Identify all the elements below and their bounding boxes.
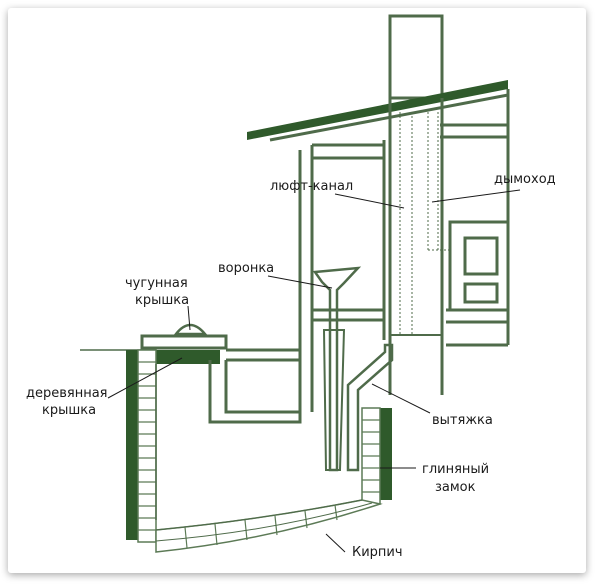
label-voronka: воронка	[218, 261, 274, 276]
vertical-shaft	[388, 98, 450, 395]
chimney-stack	[388, 14, 444, 100]
leader-lines	[107, 189, 521, 553]
labels: люфт-канал дымоход воронка чугунная крыш…	[26, 172, 556, 560]
roof	[247, 80, 509, 142]
label-dymokhod: дымоход	[494, 172, 556, 187]
label-chugunnaya-line2: крышка	[135, 293, 189, 308]
label-luft-kanal: люфт-канал	[270, 179, 353, 194]
label-glinyany-line1: глиняный	[422, 462, 489, 477]
brick-walls	[126, 349, 392, 553]
label-chugunnaya-line1: чугунная	[125, 276, 188, 291]
label-derevyannaya-line1: деревянная	[26, 386, 108, 401]
exhaust-pipe	[346, 343, 394, 472]
label-vytyazhka: вытяжка	[432, 413, 493, 428]
hatch-covers	[140, 323, 228, 364]
diagram-frame	[8, 8, 586, 573]
stove	[448, 220, 510, 312]
funnel-and-pipe	[312, 266, 362, 472]
label-derevyannaya-line2: крышка	[42, 403, 96, 418]
label-kirpich: Кирпич	[352, 545, 403, 560]
label-glinyany-line2: замок	[435, 480, 476, 495]
cesspit-inner	[208, 340, 314, 424]
